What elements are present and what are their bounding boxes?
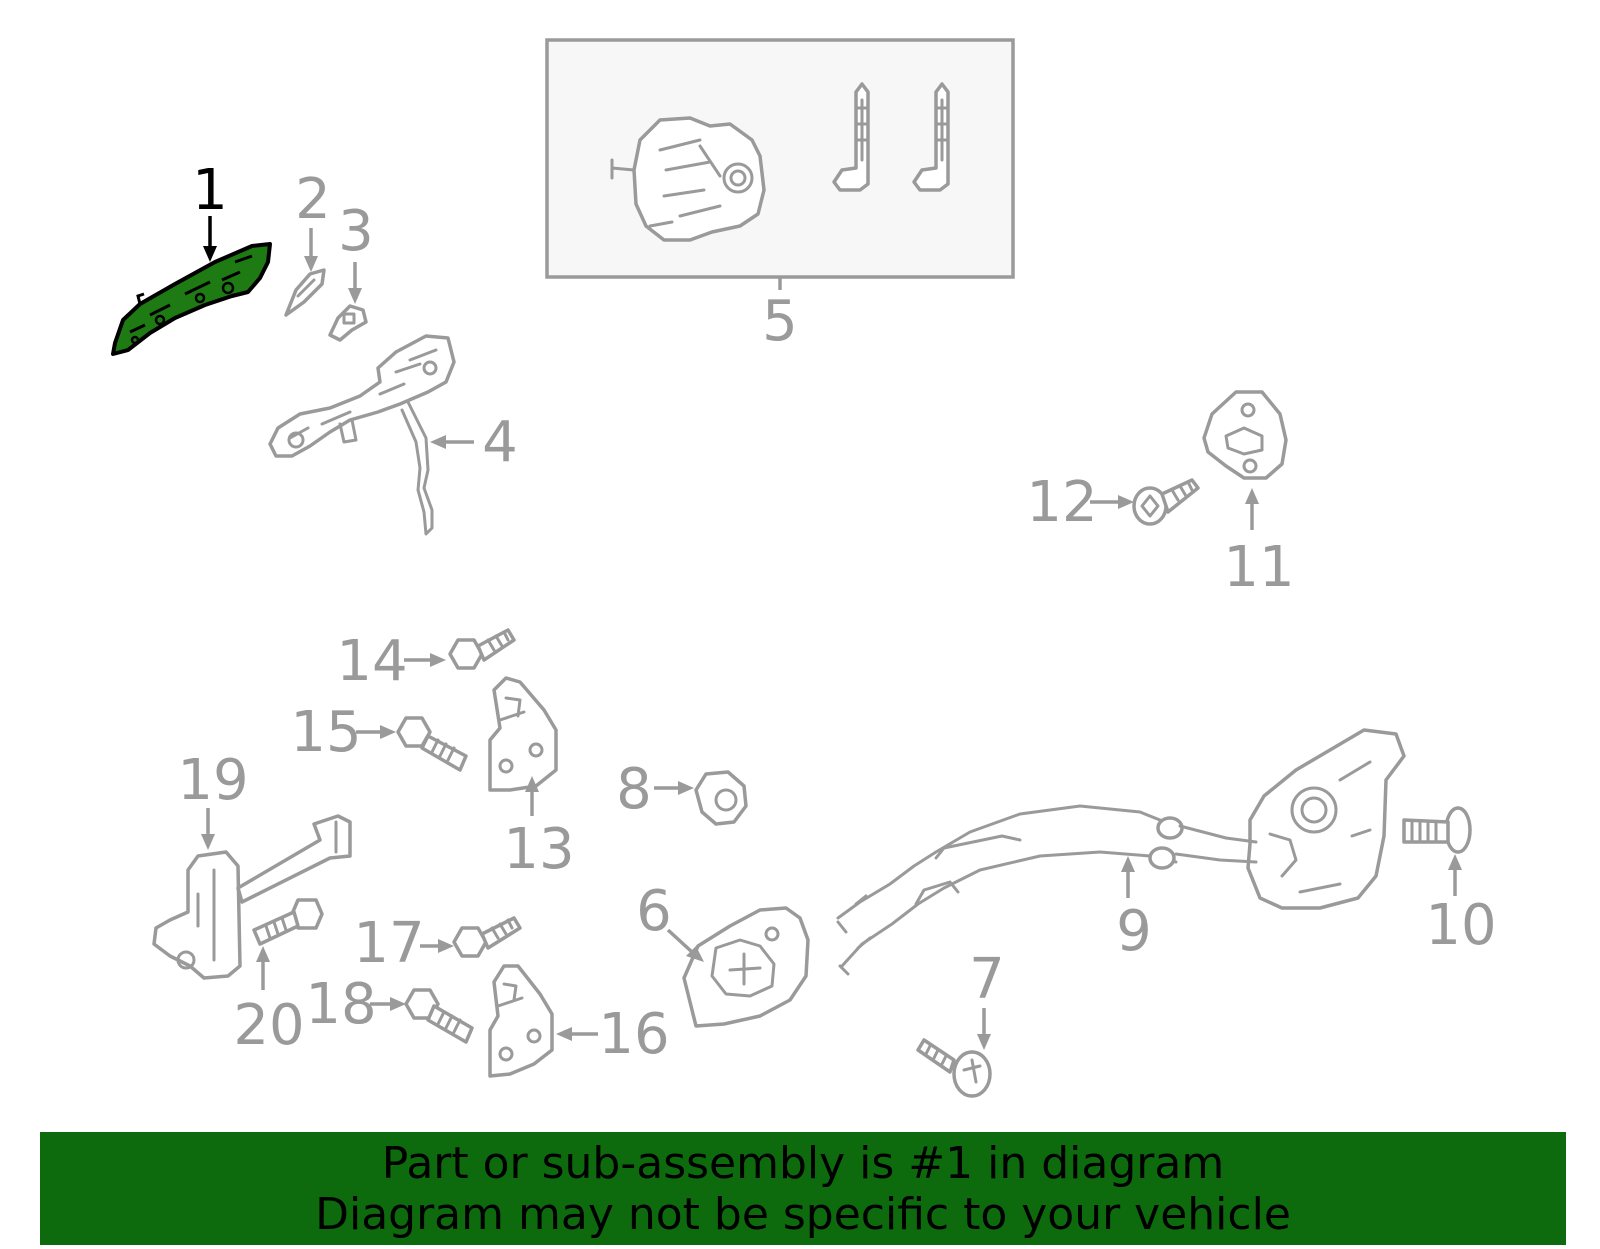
- callout-19: 19: [177, 748, 249, 850]
- callout-8: 8: [616, 757, 694, 822]
- callout-13: 13: [503, 776, 575, 882]
- callout-17: 17: [353, 911, 454, 976]
- notice-line-disclaimer: Diagram may not be specific to your vehi…: [315, 1189, 1291, 1240]
- part-3-clip[interactable]: [328, 304, 368, 342]
- svg-text:12: 12: [1026, 470, 1097, 535]
- callout-7: 7: [969, 947, 1005, 1050]
- callout-1: 1: [192, 158, 228, 262]
- part-2-handle-cover[interactable]: [284, 268, 326, 317]
- svg-text:11: 11: [1223, 535, 1294, 600]
- svg-text:18: 18: [305, 972, 376, 1037]
- svg-text:2: 2: [295, 167, 331, 232]
- callout-11: 11: [1223, 488, 1295, 600]
- callout-18: 18: [305, 972, 406, 1037]
- svg-text:5: 5: [762, 289, 798, 354]
- svg-text:3: 3: [338, 199, 374, 264]
- part-6-latch-cover[interactable]: [682, 906, 810, 1028]
- callout-6: 6: [636, 879, 704, 962]
- svg-text:6: 6: [636, 879, 672, 944]
- svg-text:16: 16: [598, 1002, 669, 1067]
- svg-text:10: 10: [1425, 893, 1496, 958]
- svg-text:7: 7: [969, 947, 1005, 1012]
- callout-10: 10: [1425, 854, 1497, 958]
- svg-text:1: 1: [192, 158, 228, 223]
- callout-16: 16: [556, 1002, 670, 1067]
- part-8-nut[interactable]: [694, 770, 748, 826]
- part-13-hinge[interactable]: [488, 676, 558, 792]
- callout-3: 3: [338, 199, 374, 304]
- part-5-lock-kit[interactable]: [545, 38, 1015, 279]
- svg-text:9: 9: [1116, 899, 1152, 964]
- part-20-bolt[interactable]: [252, 898, 324, 946]
- part-16-hinge[interactable]: [488, 964, 554, 1078]
- part-17-bolt[interactable]: [452, 916, 522, 958]
- part-4-handle-bracket[interactable]: [268, 334, 456, 536]
- callout-5: 5: [762, 277, 798, 354]
- part-10-bolt[interactable]: [1402, 806, 1472, 854]
- part-7-screw[interactable]: [916, 1038, 992, 1098]
- svg-text:4: 4: [482, 410, 518, 475]
- svg-text:17: 17: [353, 911, 424, 976]
- callout-2: 2: [295, 167, 331, 272]
- callout-12: 12: [1026, 470, 1134, 535]
- part-15-bolt[interactable]: [396, 716, 468, 772]
- part-1-door-handle[interactable]: [111, 242, 272, 356]
- part-9-latch-assembly[interactable]: [836, 728, 1406, 976]
- part-14-bolt[interactable]: [448, 628, 516, 670]
- part-12-screw[interactable]: [1132, 478, 1200, 526]
- part-19-door-check[interactable]: [152, 814, 352, 980]
- svg-text:14: 14: [336, 629, 407, 694]
- notice-line-part: Part or sub-assembly is #1 in diagram: [381, 1138, 1225, 1189]
- part-11-striker[interactable]: [1202, 390, 1288, 480]
- svg-text:8: 8: [616, 757, 652, 822]
- callout-15: 15: [290, 700, 396, 765]
- svg-text:15: 15: [290, 700, 361, 765]
- notice-banner: Part or sub-assembly is #1 in diagram Di…: [40, 1132, 1566, 1245]
- svg-text:13: 13: [503, 817, 574, 882]
- callout-9: 9: [1116, 856, 1152, 964]
- callout-20: 20: [233, 946, 305, 1058]
- svg-text:20: 20: [233, 993, 304, 1058]
- svg-text:19: 19: [177, 748, 248, 813]
- callout-4: 4: [430, 410, 518, 475]
- part-18-bolt[interactable]: [404, 988, 474, 1044]
- callout-14: 14: [336, 629, 446, 694]
